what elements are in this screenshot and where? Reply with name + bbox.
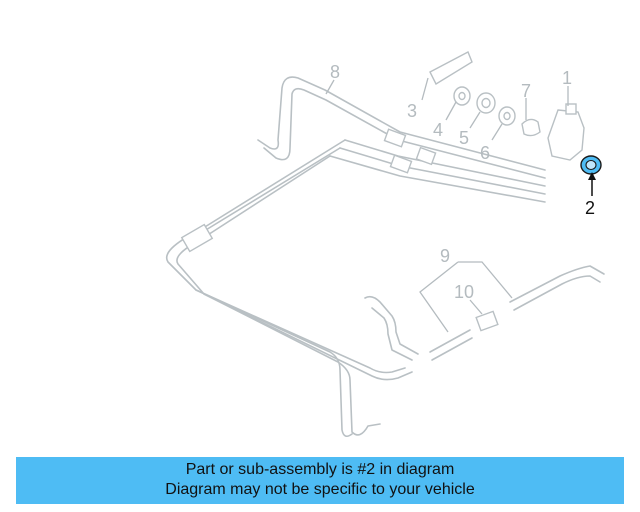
info-banner: Part or sub-assembly is #2 in diagram Di… — [16, 457, 624, 504]
callout-1: 1 — [562, 68, 572, 88]
pipe-assembly — [165, 76, 605, 438]
banner-line-1: Part or sub-assembly is #2 in diagram — [185, 461, 455, 478]
callout-10: 10 — [454, 282, 474, 302]
callout-4: 4 — [433, 120, 443, 140]
callout-7: 7 — [521, 81, 531, 101]
parts-diagram: 1 2 3 4 5 6 7 8 9 10 — [165, 51, 605, 438]
callout-6: 6 — [480, 143, 490, 163]
callout-9: 9 — [440, 246, 450, 266]
callout-2: 2 — [585, 198, 595, 218]
highlighted-part-2 — [580, 155, 602, 175]
callout-8: 8 — [330, 62, 340, 82]
valve-part-1 — [547, 103, 585, 161]
callout-3: 3 — [407, 101, 417, 121]
banner-line-2: Diagram may not be specific to your vehi… — [165, 481, 475, 498]
callout-5: 5 — [459, 128, 469, 148]
small-parts — [429, 51, 541, 137]
